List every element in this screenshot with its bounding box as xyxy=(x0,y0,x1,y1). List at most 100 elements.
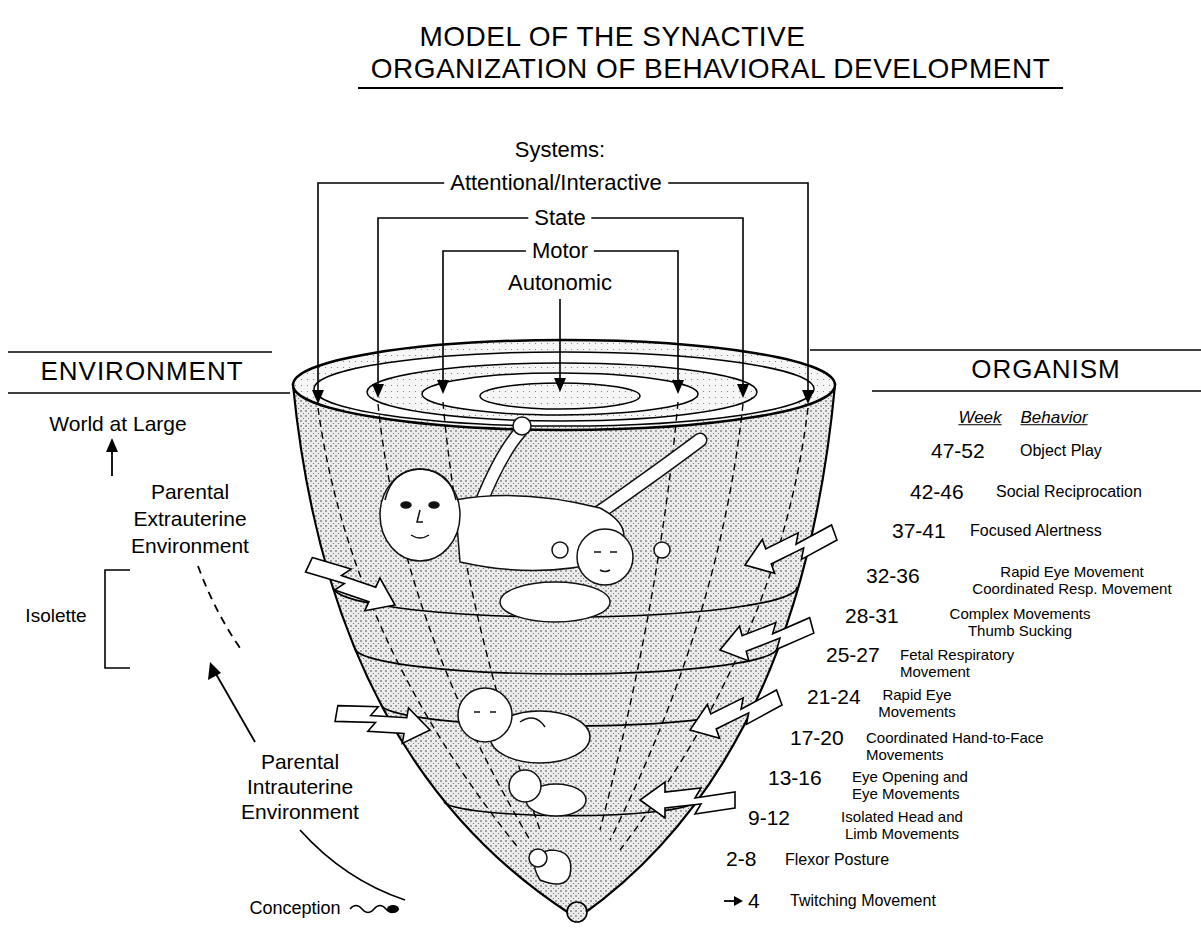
fetus-figure xyxy=(594,552,617,572)
system-arrowhead xyxy=(372,384,384,398)
week-range: 17-20 xyxy=(790,726,844,750)
fetus-figure xyxy=(654,542,670,558)
environment-arrow xyxy=(112,450,405,900)
week-range: 32-36 xyxy=(866,564,920,588)
week-range: 25-27 xyxy=(826,643,880,667)
infant-figure xyxy=(600,440,700,512)
behavior-label: Rapid Eye Movements xyxy=(878,686,956,720)
text-line: Rapid Eye xyxy=(878,686,956,703)
section-heading: ORGANISM xyxy=(971,355,1121,385)
text-line: Rapid Eye Movement xyxy=(972,563,1171,580)
section-rule xyxy=(872,390,1201,392)
title-underline xyxy=(358,87,1063,89)
system-arrowhead xyxy=(312,390,324,404)
text-line: Complex Movements xyxy=(950,605,1091,622)
fetus-figure xyxy=(474,711,496,713)
environment-arrowhead xyxy=(106,438,118,452)
section-rule xyxy=(8,351,272,353)
behavior-label: Object Play xyxy=(1020,442,1102,460)
week-range: 47-52 xyxy=(931,439,985,463)
bracket-label: Isolette xyxy=(25,605,86,627)
system-arrowhead xyxy=(312,378,814,404)
fetus-figure xyxy=(552,542,568,558)
week-range: 37-41 xyxy=(892,519,946,543)
funnel xyxy=(367,363,757,421)
influence-arrow xyxy=(640,782,735,818)
text-line: Environment xyxy=(241,799,359,824)
system-label: State xyxy=(528,205,591,230)
week-range: 4 xyxy=(748,889,760,913)
infant-figure xyxy=(411,535,429,538)
conception-symbol xyxy=(567,902,587,922)
infant-figure xyxy=(401,502,411,508)
system-arrowhead xyxy=(802,390,814,404)
behavior-label: Isolated Head and Limb Movements xyxy=(841,808,963,842)
text-line: Movements xyxy=(878,703,956,720)
influence-arrow xyxy=(301,516,840,818)
influence-arrow xyxy=(333,696,433,748)
text-line: Fetal Respiratory xyxy=(900,646,1014,663)
infant-figure xyxy=(513,417,531,435)
system-bracket xyxy=(443,251,678,382)
conception-symbol xyxy=(387,905,399,913)
column-heading: Behavior xyxy=(1020,408,1087,428)
system-label: Motor xyxy=(526,238,594,263)
environment-label: World at Large xyxy=(49,412,186,436)
week-range: 9-12 xyxy=(748,806,790,830)
environment-arrow xyxy=(198,566,240,648)
infant-figure xyxy=(480,432,520,505)
funnel xyxy=(314,352,814,426)
system-bracket xyxy=(378,218,743,386)
system-dashed-line xyxy=(318,402,808,850)
week-range: 21-24 xyxy=(807,685,861,709)
text-line: Eye Movements xyxy=(852,785,968,802)
text-line: ORGANIZATION OF BEHAVIORAL DEVELOPMENT xyxy=(110,53,1201,85)
fetus-figure xyxy=(529,849,547,867)
environment-arrowhead xyxy=(106,438,221,680)
funnel xyxy=(422,373,698,415)
section-heading: ENVIRONMENT xyxy=(40,357,243,387)
text-line: Coordinated Resp. Movement xyxy=(972,580,1171,597)
isolette-bracket xyxy=(105,570,130,668)
fetus-figure xyxy=(458,529,670,884)
behavior-label: Coordinated Hand-to-Face Movements xyxy=(866,729,1044,763)
section-rule xyxy=(810,349,1201,351)
influence-arrow xyxy=(715,608,816,667)
system-heading: Systems: xyxy=(515,137,605,162)
environment-arrowhead xyxy=(208,662,221,680)
conception-symbol xyxy=(350,906,398,913)
fetus-figure xyxy=(500,582,610,622)
environment-label: Parental Intrauterine Environment xyxy=(241,749,359,824)
system-arrowhead xyxy=(554,378,566,392)
text-line: Intrauterine xyxy=(241,774,359,799)
fetus-figure xyxy=(458,688,512,742)
week-range: 28-31 xyxy=(845,604,899,628)
system-arrowhead xyxy=(437,380,449,394)
text-line: Movements xyxy=(866,746,1044,763)
pointer-arrow xyxy=(734,896,743,906)
week-range: 42-46 xyxy=(910,480,964,504)
column-heading: Week xyxy=(958,408,1001,428)
funnel xyxy=(355,648,777,674)
environment-arrow xyxy=(216,674,255,742)
text-line: Eye Opening and xyxy=(852,768,968,785)
diagram-title: MODEL OF THE SYNACTIVE ORGANIZATION OF B… xyxy=(0,21,1201,85)
system-bracket xyxy=(559,299,561,380)
text-line: Environment xyxy=(131,532,249,559)
environment-label: Parental Extrauterine Environment xyxy=(131,478,249,559)
influence-arrow xyxy=(684,681,786,747)
pointer-arrow xyxy=(724,896,743,906)
funnel xyxy=(293,340,835,915)
infant-figure xyxy=(385,469,456,500)
text-line: Isolated Head and xyxy=(841,808,963,825)
behavior-label: Rapid Eye Movement Coordinated Resp. Mov… xyxy=(972,563,1171,597)
infant-figure xyxy=(600,440,700,512)
fetus-figure xyxy=(509,770,541,802)
title-underline xyxy=(358,88,1063,89)
system-arrowhead xyxy=(672,380,684,394)
behavior-label: Twitching Movement xyxy=(790,892,936,910)
text-line: Extrauterine xyxy=(131,505,249,532)
behavior-label: Focused Alertness xyxy=(970,522,1102,540)
behavior-label: Fetal Respiratory Movement xyxy=(900,646,1014,680)
